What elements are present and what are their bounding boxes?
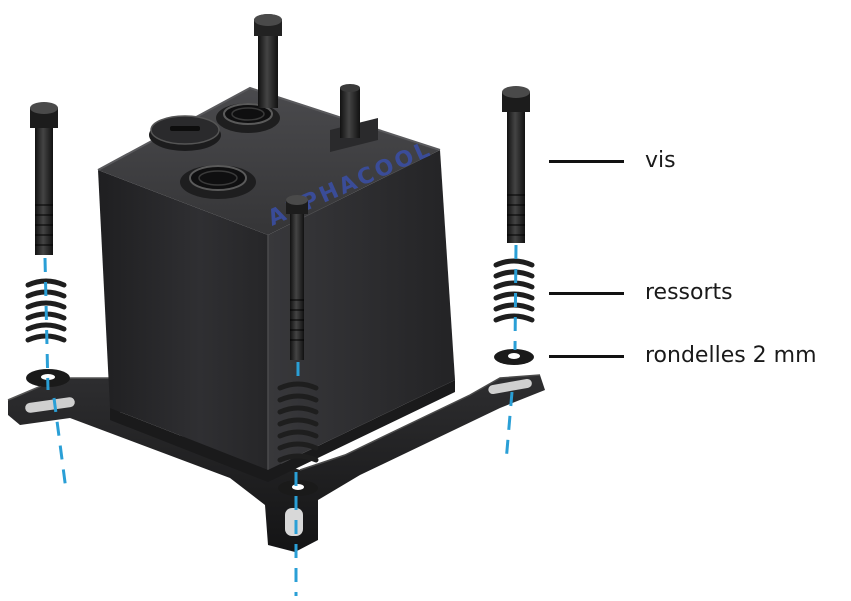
- callout-label-screw: vis: [645, 148, 676, 173]
- plate-slot-front: [285, 508, 303, 536]
- callout-leader-line: [549, 355, 624, 358]
- screw-icon: [30, 102, 58, 255]
- standoff-post: [330, 84, 378, 152]
- fitting-port-icon: [180, 165, 256, 199]
- callout-label-springs: ressorts: [645, 280, 733, 305]
- screw-icon: [502, 86, 530, 243]
- spring-icon: [493, 258, 535, 323]
- alignment-guide-lines: [43, 244, 518, 596]
- fitting-port-icon: [216, 103, 280, 133]
- plate-slot-right: [488, 378, 532, 395]
- fitting-port-icon: [149, 115, 221, 151]
- washer-icon: [494, 349, 534, 365]
- washer-icon: [278, 480, 318, 496]
- callout-label-washers: rondelles 2 mm: [645, 343, 817, 368]
- callout-leader-line: [549, 292, 624, 295]
- callout-leader-line: [549, 160, 624, 163]
- screw-icon: [254, 14, 282, 108]
- spring-icon: [277, 381, 319, 463]
- screw-icon: [286, 195, 308, 360]
- plate-slot-left: [25, 397, 75, 413]
- water-block-body: ALPHACOOL: [97, 84, 455, 482]
